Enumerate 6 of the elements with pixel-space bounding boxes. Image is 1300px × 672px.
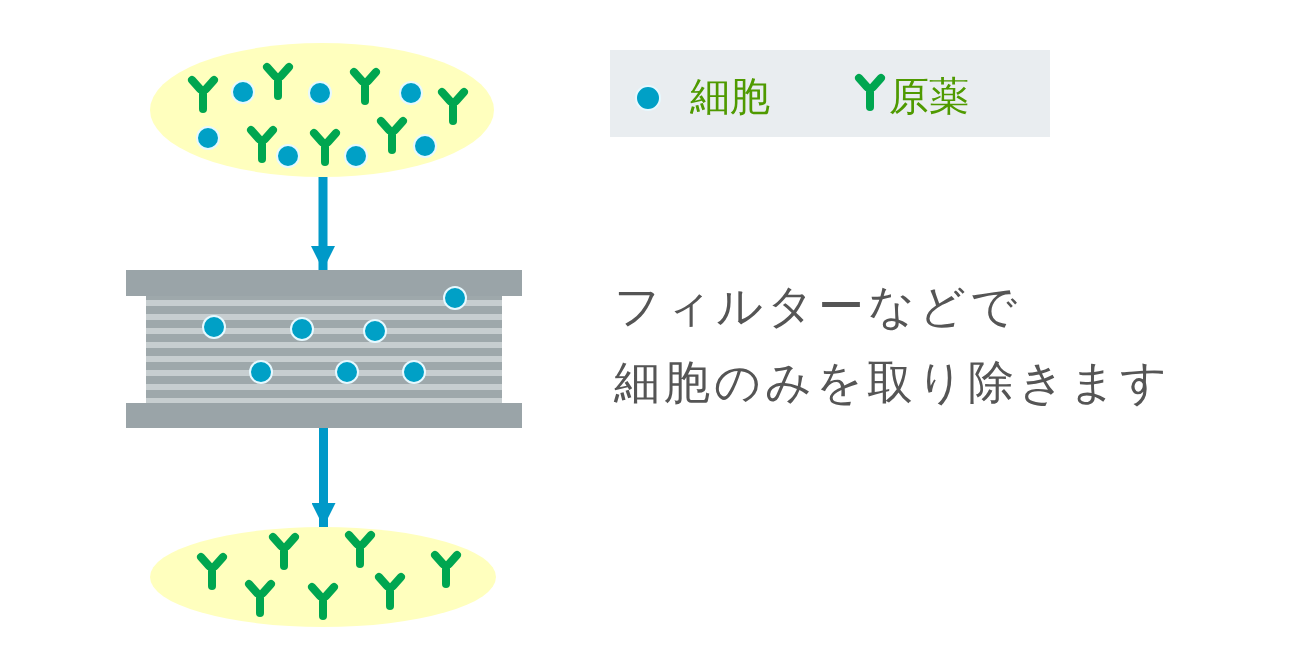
legend-label: 細胞 — [690, 72, 770, 120]
arrow — [311, 428, 336, 527]
legend-label: 原薬 — [889, 72, 969, 120]
description-text: フィルターなどで — [614, 278, 1021, 335]
arrow — [311, 177, 335, 270]
description-text: 細胞のみを取り除きます — [614, 354, 1171, 411]
